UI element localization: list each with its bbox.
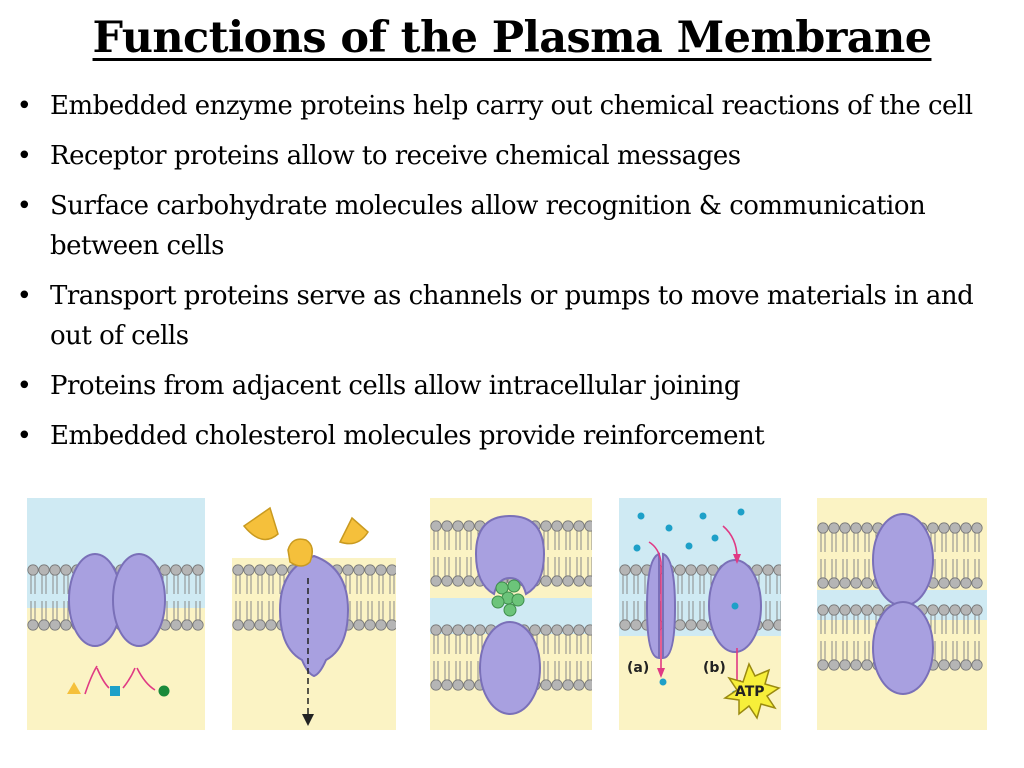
joining-panel [817,498,987,730]
bullet-item-receptors: • Receptor proteins allow to receive chem… [14,136,1004,176]
channel-protein-left [645,552,660,660]
ligand-bound [287,538,313,567]
bullet-glyph: • [16,141,32,171]
bullet-item-cholesterol: • Embedded cholesterol molecules provide … [14,416,1004,456]
carbohydrate-cluster [491,579,525,617]
label-a: (a) [627,660,649,676]
substrate-triangle [67,682,81,694]
bullet-text: Transport proteins serve as channels or … [50,281,974,351]
bullet-glyph: • [16,421,32,451]
channel-protein-right [662,552,677,660]
enzyme-protein-right [112,553,166,647]
glycoprotein-top [474,514,546,596]
atp-label: ATP [735,684,765,700]
ions [633,508,745,698]
receptor-protein [278,554,350,678]
bullet-text: Proteins from adjacent cells allow intra… [50,371,741,401]
bullet-glyph: • [16,281,32,311]
junction-protein-bottom [872,601,934,695]
receptor-panel [232,498,396,730]
transport-panel: (a) (b) ATP [619,498,781,730]
atp-burst-icon [722,662,781,720]
ligand-shape-1 [242,506,279,541]
bullet-text: Receptor proteins allow to receive chemi… [50,141,741,171]
bullet-item-transport: • Transport proteins serve as channels or… [14,276,1004,356]
ligand-shape-2 [338,516,369,545]
bullet-glyph: • [16,371,32,401]
junction-protein-top [872,513,934,607]
bullet-item-joining: • Proteins from adjacent cells allow intr… [14,366,1004,406]
product-circle [158,685,170,697]
label-b: (b) [703,660,726,676]
bullet-glyph: • [16,91,32,121]
bullet-item-enzymes: • Embedded enzyme proteins help carry out… [14,86,1004,126]
enzyme-panel [27,498,205,730]
bullet-item-carbohydrates: • Surface carbohydrate molecules allow re… [14,186,1004,266]
recognition-panel [430,498,592,730]
product-square [110,686,120,696]
glycoprotein-bottom [479,621,541,715]
diagram-panels: (a) (b) ATP [0,492,1024,768]
bullet-list: • Embedded enzyme proteins help carry out… [14,86,1004,466]
bullet-glyph: • [16,191,32,221]
bullet-text: Surface carbohydrate molecules allow rec… [50,191,926,261]
bullet-text: Embedded cholesterol molecules provide r… [50,421,765,451]
page-title: Functions of the Plasma Membrane [92,13,933,63]
bullet-text: Embedded enzyme proteins help carry out … [50,91,973,121]
